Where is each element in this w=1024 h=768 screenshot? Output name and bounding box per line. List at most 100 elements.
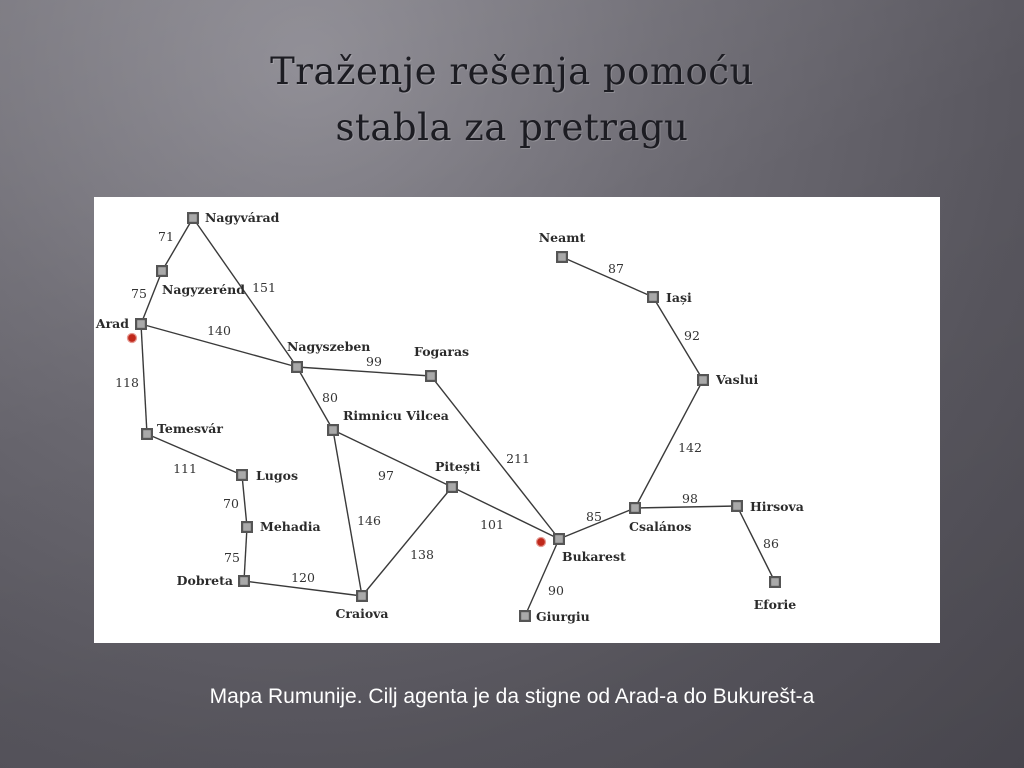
city-node-fill-craiova (358, 592, 366, 600)
distance-label-mehadia-dobreta: 75 (224, 550, 240, 565)
city-node-fill-dobreta (240, 577, 248, 585)
city-arad: Arad (95, 316, 147, 331)
slide-title-line-1: Traženje rešenja pomoću (270, 50, 754, 93)
city-fogaras: Fogaras (414, 344, 469, 382)
city-label-neamt: Neamt (539, 230, 586, 245)
distance-label-csalanos-vaslui: 142 (678, 440, 702, 455)
city-label-nagyvarad: Nagyvárad (205, 210, 280, 225)
distance-label-iasi-neamt: 87 (608, 261, 624, 276)
road-dobreta-craiova (243, 580, 363, 597)
city-nagyzerend: Nagyzerénd (156, 265, 245, 297)
road-pitesti-bukarest (451, 486, 560, 540)
city-dobreta: Dobreta (177, 573, 250, 588)
city-mehadia: Mehadia (241, 519, 321, 534)
city-lugos: Lugos (236, 468, 298, 483)
city-label-bukarest: Bukarest (562, 549, 626, 564)
city-node-fill-nagyszeben (293, 363, 301, 371)
city-iasi: Iași (647, 290, 692, 305)
distance-label-bukarest-giurgiu: 90 (548, 583, 564, 598)
city-node-fill-fogaras (427, 372, 435, 380)
city-rimnicu: Rimnicu Vilcea (327, 408, 449, 436)
road-bukarest-giurgiu (524, 538, 560, 617)
city-node-fill-mehadia (243, 523, 251, 531)
city-node-fill-csalanos (631, 504, 639, 512)
city-csalanos: Csalános (629, 502, 691, 534)
city-label-eforie: Eforie (754, 597, 797, 612)
cities-layer: NagyváradNagyzeréndAradTemesvárLugosMeha… (95, 210, 804, 624)
city-label-hirsova: Hirsova (750, 499, 804, 514)
road-temesvar-lugos (146, 433, 243, 476)
slide-title: Traženje rešenja pomoću stabla za pretra… (0, 44, 1024, 156)
city-node-fill-pitesti (448, 483, 456, 491)
city-temesvar: Temesvár (141, 421, 223, 440)
distance-label-nagyvarad-nagyzerend: 71 (158, 229, 174, 244)
city-label-fogaras: Fogaras (414, 344, 469, 359)
city-node-fill-temesvar (143, 430, 151, 438)
city-node-fill-arad (137, 320, 145, 328)
road-nagyvarad-nagyzerend (161, 217, 194, 272)
road-iasi-neamt (561, 256, 654, 298)
road-mehadia-dobreta (243, 526, 248, 582)
city-label-arad: Arad (95, 316, 129, 331)
distance-label-arad-temesvar: 118 (115, 375, 139, 390)
distance-label-hirsova-eforie: 86 (763, 536, 779, 551)
roads-layer (140, 217, 776, 617)
distance-label-rimnicu-pitesti: 97 (378, 468, 394, 483)
city-node-fill-rimnicu (329, 426, 337, 434)
distance-label-craiova-pitesti: 138 (410, 547, 434, 562)
city-node-fill-eforie (771, 578, 779, 586)
road-craiova-pitesti (361, 486, 453, 597)
city-node-fill-hirsova (733, 502, 741, 510)
city-giurgiu: Giurgiu (519, 609, 590, 624)
city-label-mehadia: Mehadia (260, 519, 321, 534)
city-label-craiova: Craiova (335, 606, 388, 621)
road-fogaras-bukarest (430, 375, 560, 540)
city-label-dobreta: Dobreta (177, 573, 233, 588)
distance-label-temesvar-lugos: 111 (173, 461, 197, 476)
distance-label-rimnicu-craiova: 146 (357, 513, 381, 528)
distance-label-nagyszeben-rimnicu: 80 (322, 390, 338, 405)
distance-label-fogaras-bukarest: 211 (506, 451, 530, 466)
road-bukarest-csalanos (558, 507, 636, 540)
marker-dot-bukarest (535, 536, 547, 548)
city-label-nagyzerend: Nagyzerénd (162, 282, 245, 297)
road-arad-temesvar (140, 323, 148, 435)
city-craiova: Craiova (335, 590, 389, 621)
city-label-vaslui: Vaslui (715, 372, 759, 387)
city-label-nagyszeben: Nagyszeben (287, 339, 370, 354)
distance-label-nagyzerend-arad: 75 (131, 286, 147, 301)
city-bukarest: Bukarest (553, 533, 626, 564)
distance-label-vaslui-iasi: 92 (684, 328, 700, 343)
city-node-fill-nagyzerend (158, 267, 166, 275)
road-arad-nagyszeben (140, 323, 298, 368)
distance-label-nagyvarad-nagyszeben: 151 (252, 280, 276, 295)
slide-title-line-2: stabla za pretragu (335, 106, 689, 149)
road-nagyszeben-fogaras (296, 366, 432, 377)
road-hirsova-eforie (736, 505, 776, 583)
city-label-rimnicu: Rimnicu Vilcea (343, 408, 449, 423)
city-label-lugos: Lugos (256, 468, 298, 483)
road-rimnicu-pitesti (332, 429, 453, 488)
city-node-fill-giurgiu (521, 612, 529, 620)
city-node-fill-iasi (649, 293, 657, 301)
road-vaslui-iasi (652, 296, 704, 381)
city-node-fill-nagyvarad (189, 214, 197, 222)
road-rimnicu-craiova (332, 429, 363, 597)
city-label-pitesti: Pitești (435, 459, 481, 474)
road-lugos-mehadia (241, 474, 248, 528)
city-nagyszeben: Nagyszeben (287, 339, 370, 373)
road-nagyszeben-rimnicu (296, 366, 334, 431)
distance-label-dobreta-craiova: 120 (291, 570, 315, 585)
city-node-fill-vaslui (699, 376, 707, 384)
city-pitesti: Pitești (435, 459, 481, 493)
city-label-csalanos: Csalános (629, 519, 691, 534)
city-neamt: Neamt (539, 230, 586, 263)
road-nagyzerend-arad (140, 270, 163, 325)
slide-caption: Mapa Rumunije. Cilj agenta je da stigne … (209, 685, 815, 708)
distance-label-pitesti-bukarest: 101 (480, 517, 504, 532)
marker-dot-arad (126, 332, 138, 344)
city-eforie: Eforie (754, 576, 797, 612)
